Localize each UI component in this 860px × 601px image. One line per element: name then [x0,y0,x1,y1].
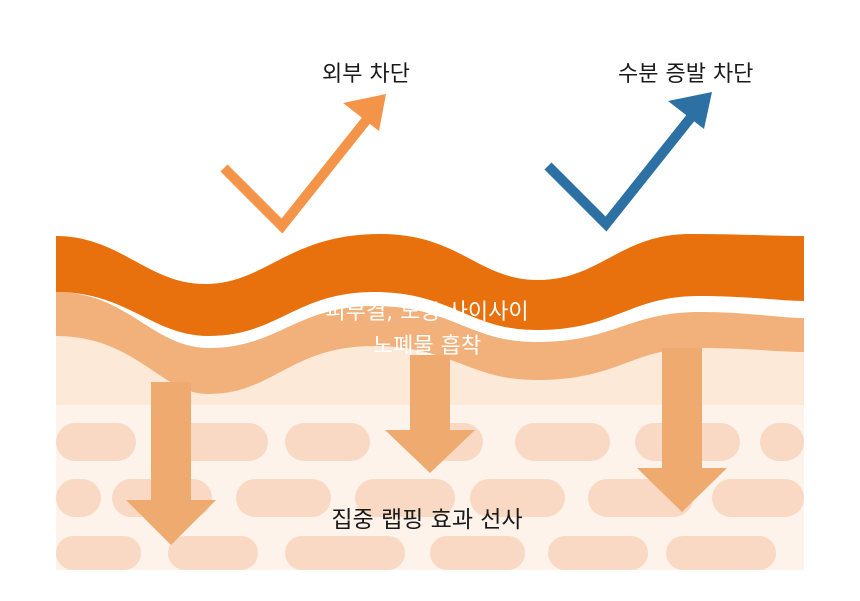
top-layer [56,234,804,336]
down-arrow-icon [126,382,216,545]
down-arrow-icon [385,355,475,473]
pore-absorb-line1: 피부결, 모공 사이사이 [325,300,529,325]
external-block-label: 외부 차단 [322,62,410,87]
moisture-block-label: 수분 증발 차단 [618,62,754,87]
check-arrow-blue-icon [544,92,712,232]
down-arrow-icon [637,348,727,512]
wrapping-effect-label: 집중 랩핑 효과 선사 [331,507,523,533]
check-arrow-orange-icon [220,94,386,234]
pore-absorb-line2: 노폐물 흡착 [372,334,482,359]
pore-absorb-label: 피부결, 모공 사이사이 노폐물 흡착 [232,296,622,364]
second-layer [56,292,804,394]
